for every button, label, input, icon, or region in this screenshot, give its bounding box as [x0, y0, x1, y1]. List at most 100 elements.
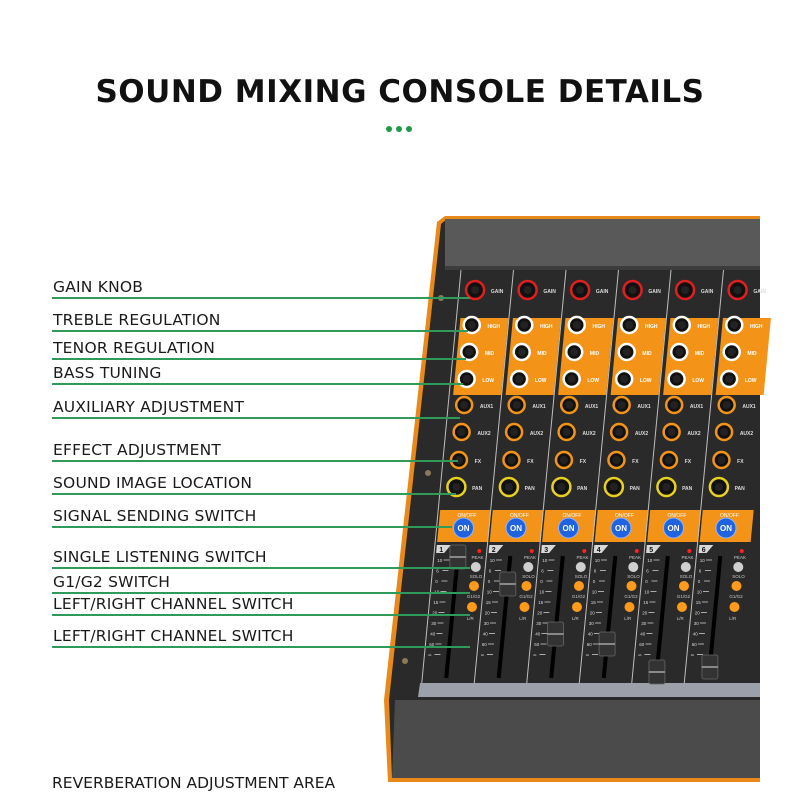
aux1-label: AUX1	[637, 404, 651, 410]
on-off-button[interactable]	[557, 517, 579, 539]
switch-caption: ON/OFF	[510, 513, 529, 519]
knob-cap	[725, 375, 734, 383]
title-divider-dots	[386, 126, 416, 132]
console-top-panel	[445, 219, 760, 269]
g1g2-button[interactable]	[519, 602, 530, 612]
aux1-label: AUX1	[532, 404, 546, 410]
callout-label: GAIN KNOB	[53, 278, 144, 296]
knob-cap	[565, 401, 574, 409]
knob-cap	[625, 321, 634, 329]
fader-scale-label: 30	[589, 621, 595, 626]
pfl-button[interactable]	[575, 562, 586, 572]
fader-scale-label: 20	[695, 611, 701, 616]
switch-caption: ON/OFF	[615, 513, 634, 519]
callout-leader-line	[52, 526, 452, 528]
g1g2-button[interactable]	[624, 602, 635, 612]
knob-cap	[576, 286, 585, 294]
on-off-button[interactable]	[452, 517, 474, 539]
low-label: LOW	[535, 378, 547, 384]
g1g2-label: G1/G2	[519, 594, 533, 599]
fader-scale-label: 10	[644, 590, 650, 595]
callout-label: AUXILIARY ADJUSTMENT	[53, 398, 245, 416]
gain-label: GAIN	[701, 289, 714, 295]
fx-label: FX	[685, 459, 692, 465]
fader-scale-label: 60	[429, 642, 435, 647]
knob-cap	[617, 401, 626, 409]
peak-label: PEAK	[629, 555, 641, 560]
g1g2-button[interactable]	[466, 602, 477, 612]
channel-number-tab	[541, 545, 556, 553]
strip-divider	[473, 269, 514, 684]
knob-cap	[664, 456, 673, 464]
high-label: HIGH	[592, 324, 605, 330]
solo-button[interactable]	[626, 581, 637, 591]
fader-scale-label: 10	[542, 558, 548, 563]
on-off-button[interactable]	[662, 517, 684, 539]
pan-label: PAN	[735, 486, 746, 492]
g1g2-button[interactable]	[571, 602, 582, 612]
fader-scale-label: 30	[484, 621, 490, 626]
switch-caption: ON/OFF	[720, 513, 739, 519]
channel-strip: GAINHIGHMIDLOWAUX1AUX2FXPANON/OFFON2PEAK…	[473, 269, 561, 684]
aux1-label: AUX1	[690, 404, 704, 410]
on-off-button[interactable]	[505, 517, 527, 539]
fader-scale-label: 0	[593, 579, 596, 584]
on-button-label: ON	[667, 524, 679, 533]
lr-label: L/R	[729, 616, 737, 621]
channel-number: 3	[544, 547, 548, 554]
fader-scale-label: 10	[697, 590, 703, 595]
g1g2-button[interactable]	[729, 602, 740, 612]
channel-number: 4	[597, 547, 601, 554]
callout-leader-line	[52, 614, 470, 616]
g1g2-button[interactable]	[676, 602, 687, 612]
fader-scale-label: 40	[430, 632, 436, 637]
fader-track	[654, 555, 670, 679]
fader-scale-label: ∞	[481, 653, 484, 658]
solo-label: SOLO	[575, 574, 588, 579]
switch-caption: ON/OFF	[458, 513, 477, 519]
solo-button[interactable]	[573, 581, 584, 591]
fader-scale-label: 20	[485, 611, 491, 616]
solo-label: SOLO	[627, 574, 640, 579]
knob-cap	[559, 456, 568, 464]
fader-scale-label: 10	[487, 590, 493, 595]
pfl-button[interactable]	[470, 562, 481, 572]
on-off-button[interactable]	[610, 517, 632, 539]
switch-caption: ON/OFF	[563, 513, 582, 519]
knob-cap	[612, 456, 621, 464]
strip-divider	[631, 269, 672, 684]
fader-scale-label: 60	[639, 642, 645, 647]
pan-label: PAN	[682, 486, 693, 492]
strip-divider	[526, 269, 567, 684]
knob-cap	[628, 286, 637, 294]
pfl-button[interactable]	[680, 562, 691, 572]
lr-label: L/R	[677, 616, 685, 621]
fader-scale-label: 10	[437, 558, 443, 563]
knob-cap	[672, 375, 681, 383]
on-off-button[interactable]	[715, 517, 737, 539]
pfl-button[interactable]	[628, 562, 639, 572]
high-label: HIGH	[487, 324, 500, 330]
fader-scale-label: 40	[640, 632, 646, 637]
fader-scale-label: 0	[698, 579, 701, 584]
high-label: HIGH	[645, 324, 658, 330]
callout-leader-line	[52, 417, 460, 419]
knob-cap	[454, 456, 463, 464]
fader-scale-label: 6	[699, 569, 702, 574]
fx-label: FX	[475, 459, 482, 465]
lr-label: L/R	[572, 616, 580, 621]
solo-button[interactable]	[468, 581, 479, 591]
solo-button[interactable]	[678, 581, 689, 591]
pfl-button[interactable]	[523, 562, 534, 572]
solo-button[interactable]	[731, 581, 742, 591]
fader-scale-label: 10	[700, 558, 706, 563]
channel-number: 1	[439, 547, 443, 554]
solo-button[interactable]	[521, 581, 532, 591]
knob-cap	[510, 428, 519, 436]
fader-scale-label: 0	[540, 579, 543, 584]
fader-scale-label: 40	[483, 632, 489, 637]
knob-cap	[570, 348, 579, 356]
fader-scale-label: 30	[641, 621, 647, 626]
callout-label: TENOR REGULATION	[53, 339, 216, 357]
pfl-button[interactable]	[733, 562, 744, 572]
